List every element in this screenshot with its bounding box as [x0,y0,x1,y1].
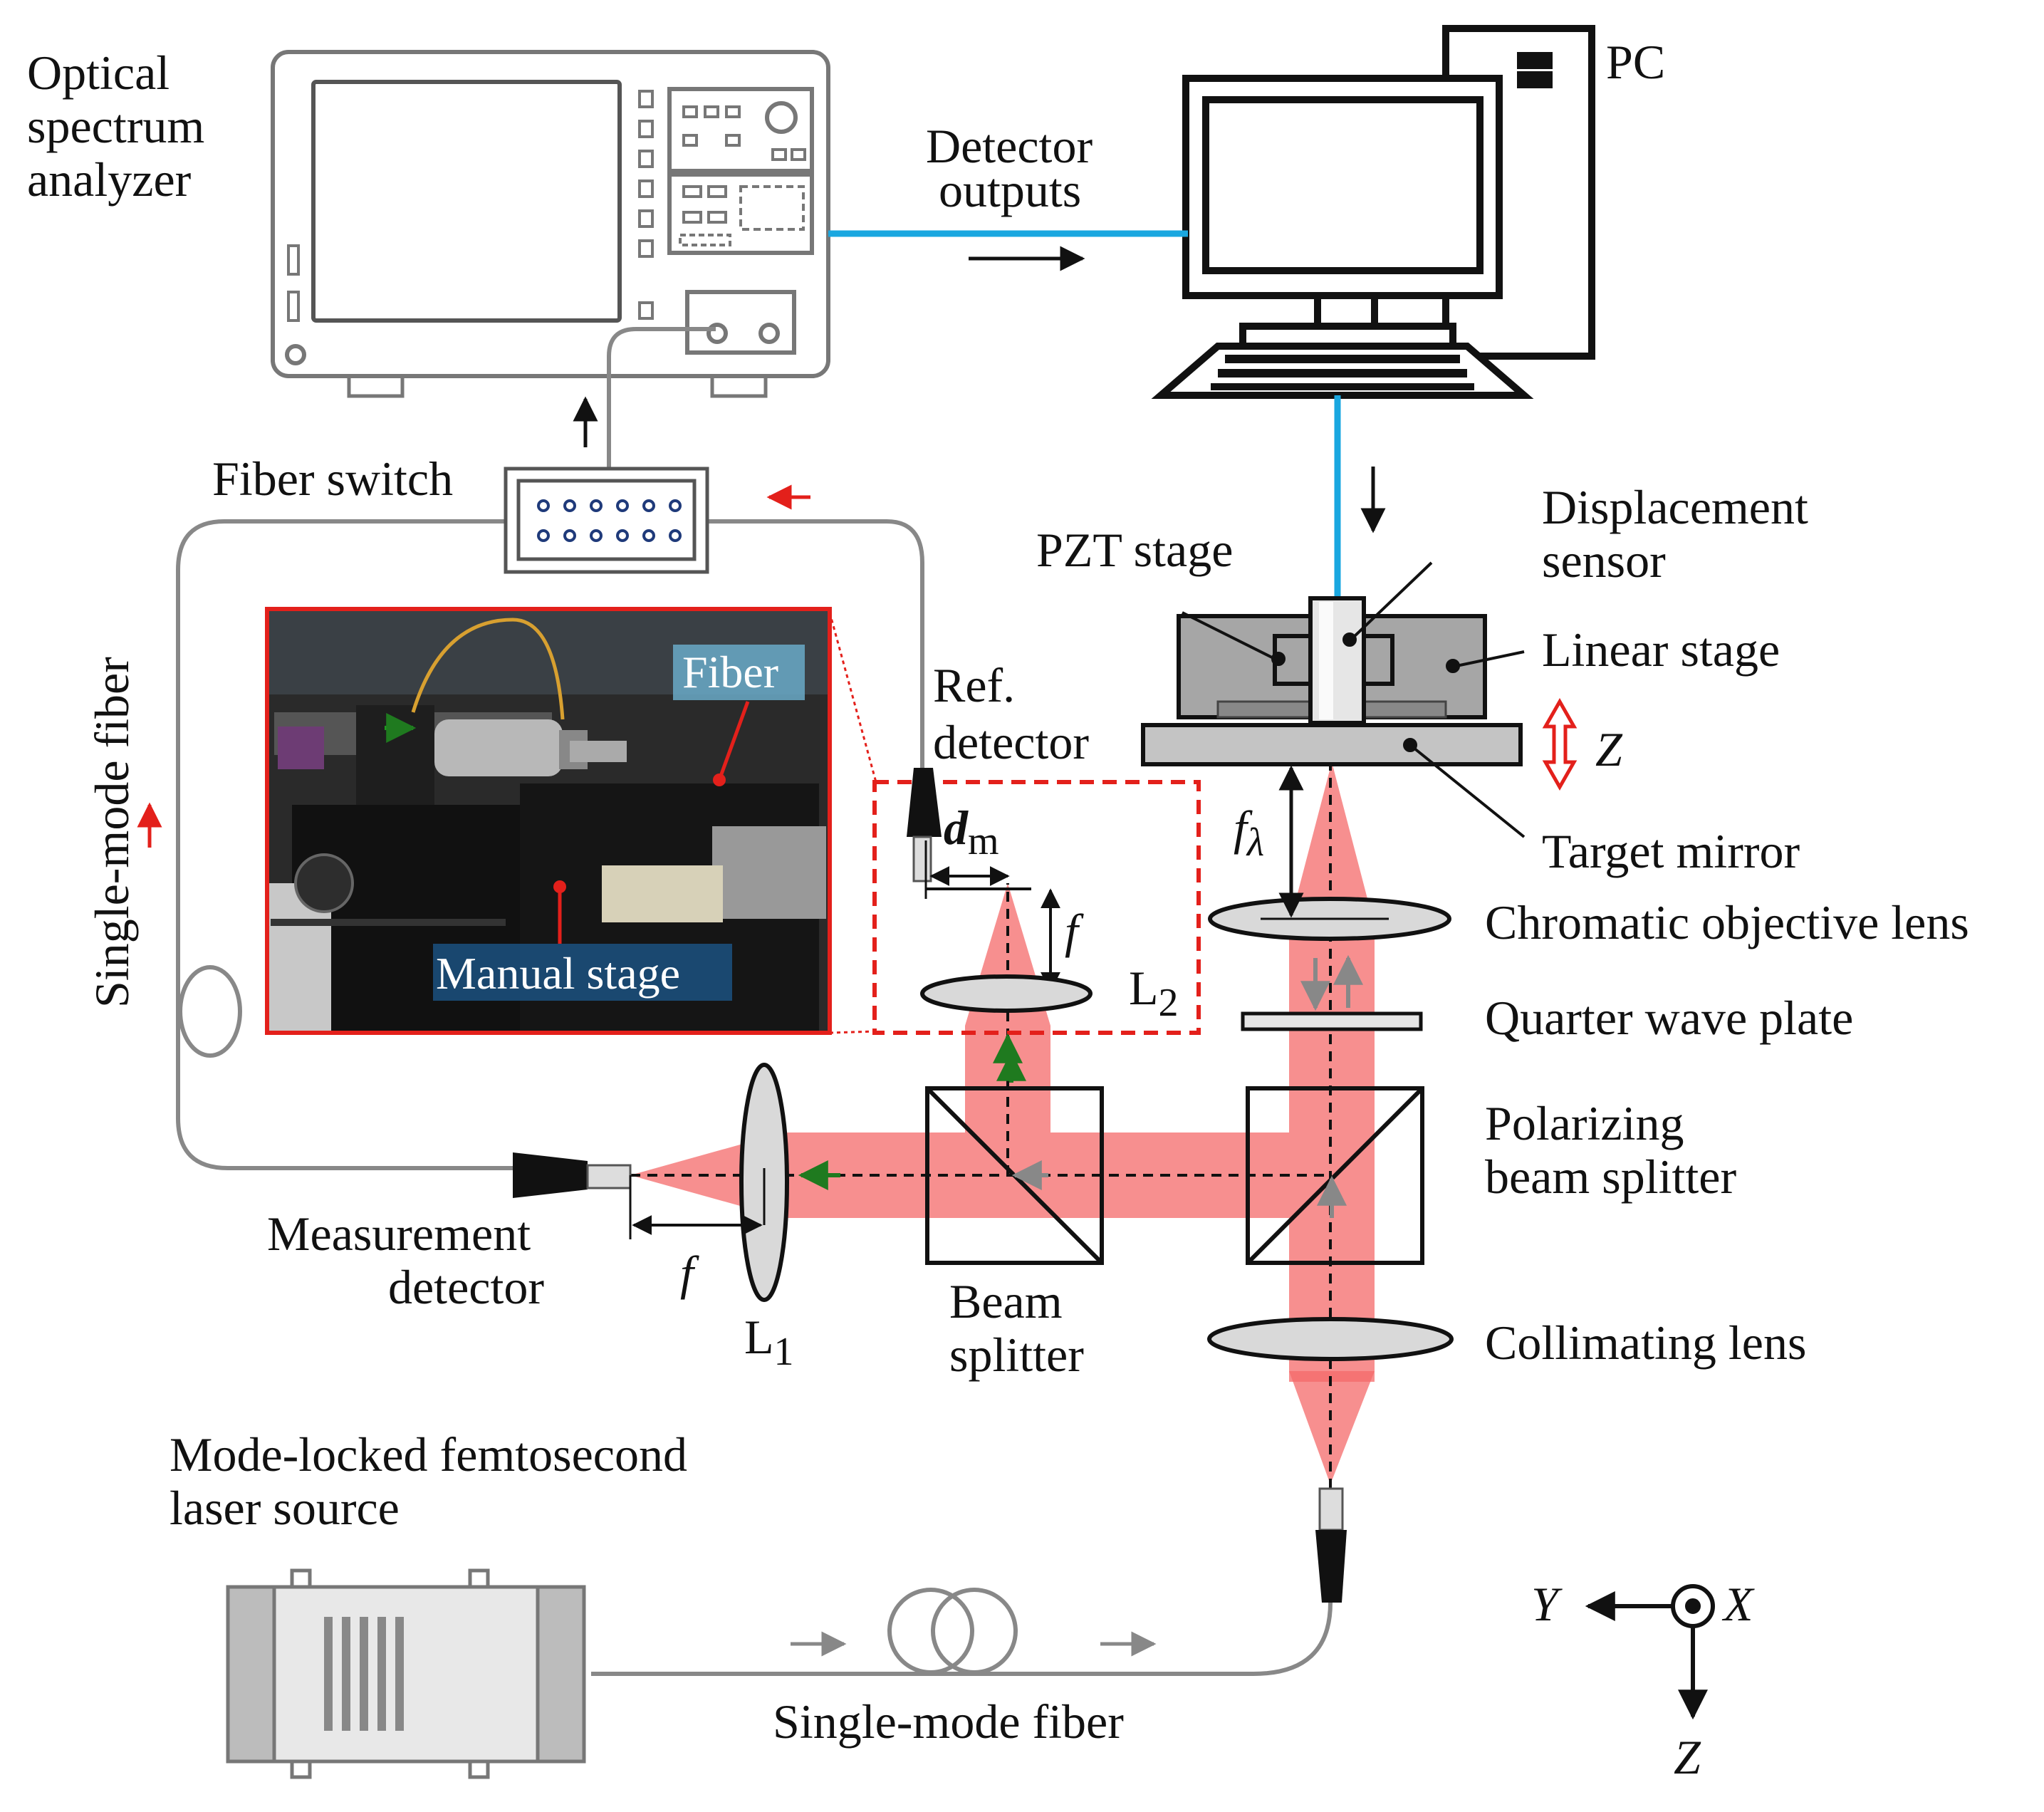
laser-source [226,1568,586,1779]
laser-label-1: Mode-locked femtosecond [170,1427,687,1482]
beam-splitter-label-1: Beam [949,1274,1063,1328]
measurement-detector-label-1: Measurement [267,1207,531,1261]
pc-label: PC [1606,35,1665,89]
zoom-connectors [828,612,877,1034]
fiber-switch-label: Fiber switch [212,452,453,506]
polarizing-bs-label-1: Polarizing [1485,1096,1684,1150]
red-arrows [137,484,810,848]
detector-outputs-label-1: Detector [926,119,1093,173]
fiber-switch [504,467,709,574]
coordinate-axes [1585,1584,1715,1720]
detector-outputs-label-2: outputs [939,163,1081,217]
ref-detector-label-2: detector [933,715,1089,769]
laser-label-2: laser source [170,1481,400,1535]
coord-z-label: Z [1674,1730,1701,1784]
data-cables [828,230,1341,598]
collimating-lens-label: Collimating lens [1485,1316,1806,1370]
dm-label: dm [944,801,999,863]
displacement-sensor-label-1: Displacement [1542,480,1808,534]
internal-flow-arrows [798,954,1363,1218]
f-ref-label: f [1065,904,1084,958]
l2-label: L2 [1129,961,1179,1025]
dm-dimension [926,866,1060,992]
osa-label-1: Optical [27,46,170,100]
ref-detector [907,768,942,899]
osa-label-2: spectrum [27,99,204,153]
f-meas-label: f [680,1246,699,1300]
stage-assembly [1141,596,1523,766]
source-fiber-connector [1315,1487,1347,1603]
text-labels: Optical spectrum analyzer PC Detector ou… [27,35,1969,1784]
displacement-sensor-label-2: sensor [1542,533,1666,588]
osa-label-3: analyzer [27,152,192,207]
coord-x-label: X [1721,1577,1755,1631]
ref-detector-label-1: Ref. [933,658,1015,712]
linear-stage-label: Linear stage [1542,623,1780,677]
collimating-lens [1207,1317,1454,1361]
photo-manual-stage-label: Manual stage [436,948,680,999]
stage-callouts [1182,561,1526,838]
reference-zoom-box [872,780,1201,1035]
measurement-detector-label-2: detector [388,1260,544,1314]
optical-axes [630,755,1332,1489]
l1-label: L1 [744,1310,794,1374]
fibers [176,327,1333,1676]
beam-objective-to-mirror [1289,762,1375,926]
z-motion-arrow [1542,697,1578,791]
target-mirror-label: Target mirror [1542,824,1800,878]
coord-y-label: Y [1531,1577,1563,1631]
photo-fiber-label: Fiber [682,647,778,697]
f-lambda-label: fλ [1234,801,1264,865]
pzt-stage-label: PZT stage [1036,523,1233,577]
beam-splitter-label-2: splitter [949,1328,1084,1382]
polarizing-beam-splitter [1246,1086,1424,1265]
polarizing-bs-label-2: beam splitter [1485,1150,1736,1204]
chromatic-objective-lens-label: Chromatic objective lens [1485,895,1969,949]
lens-l2 [920,974,1093,1013]
single-mode-fiber-bottom-label: Single-mode fiber [773,1694,1124,1749]
measurement-detector [513,1152,763,1239]
pc-computer [1151,25,1595,399]
direction-arrows [573,246,1386,533]
single-mode-fiber-vertical-label: Single-mode fiber [85,657,139,1008]
quarter-wave-plate [1241,1011,1423,1031]
photo-inset: Fiber Manual stage [265,607,832,1035]
quarter-wave-plate-label: Quarter wave plate [1485,991,1853,1045]
z-axis-label: Z [1595,722,1623,776]
optical-spectrum-analyzer [271,50,830,398]
